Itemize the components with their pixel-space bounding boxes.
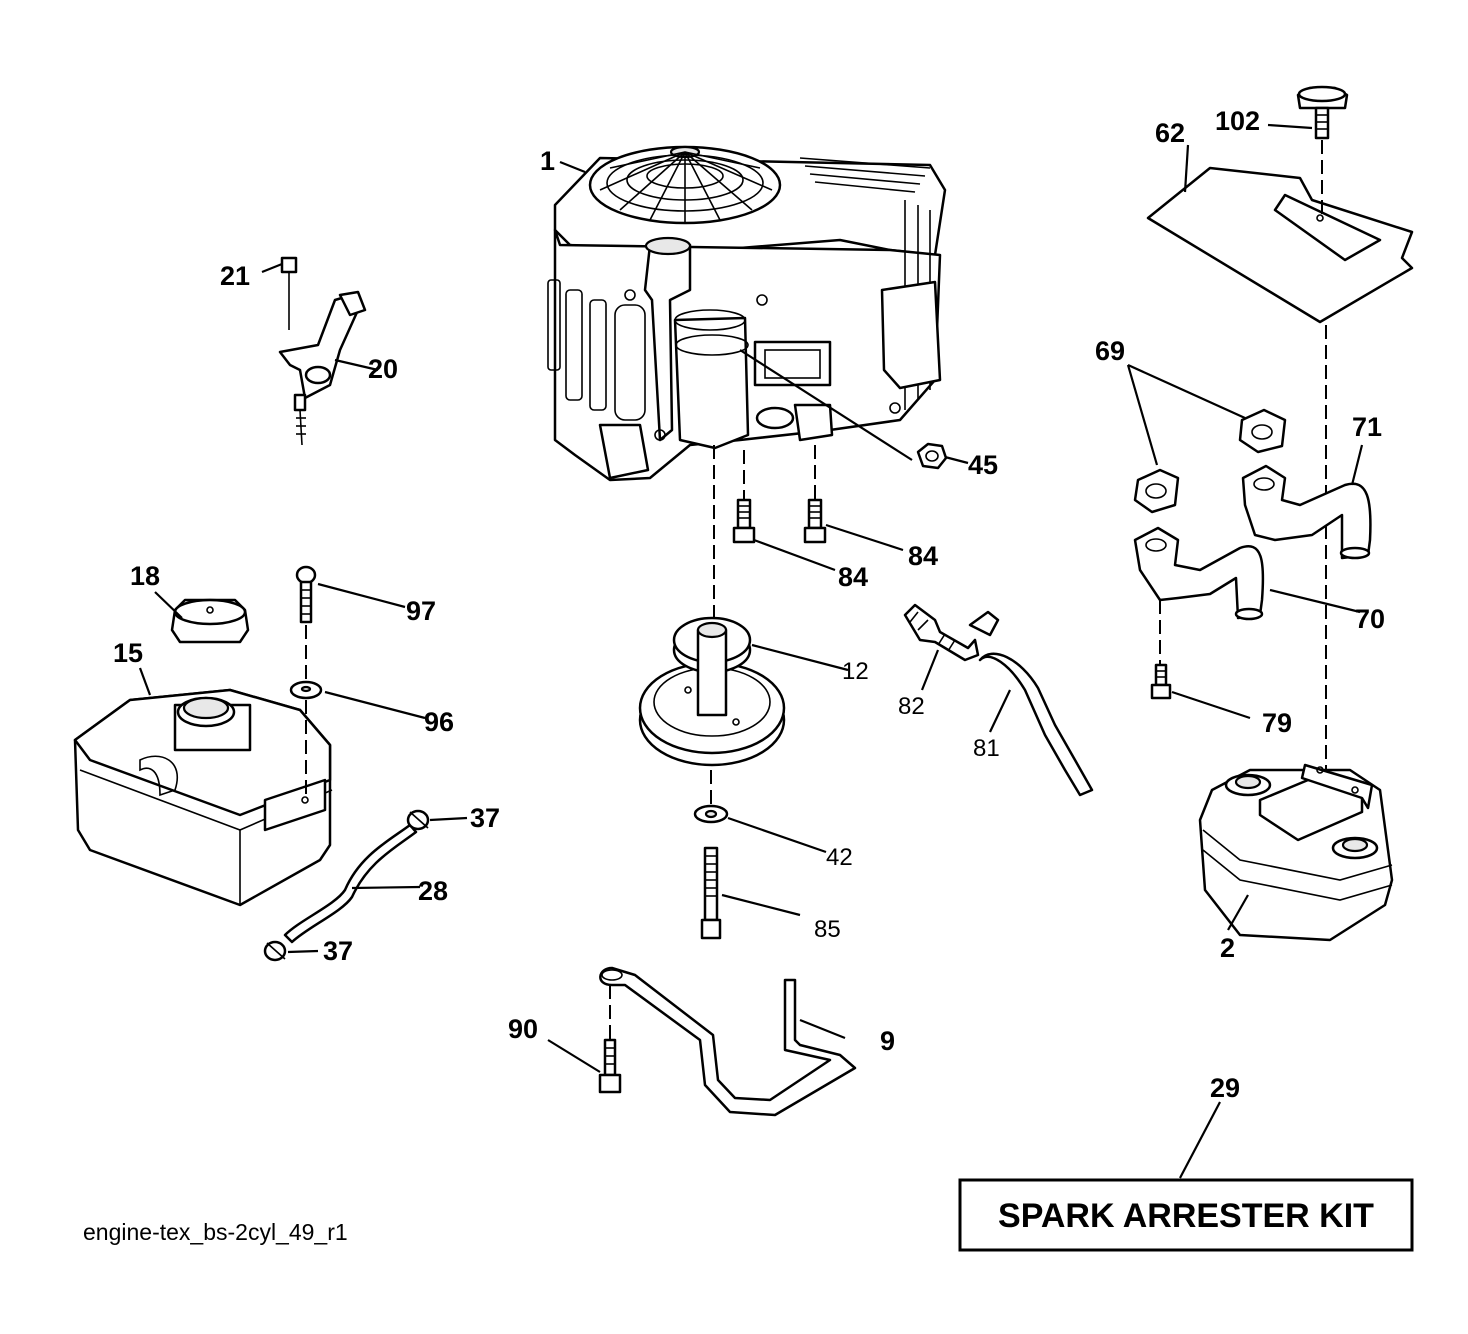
label-part-79: 79 (1262, 708, 1292, 738)
label-part-21: 21 (220, 261, 250, 291)
bracket-part-9 (599, 966, 857, 1117)
fitting-part-82 (903, 603, 1000, 662)
label-part-12: 12 (842, 658, 869, 685)
bolt-part-84a (732, 498, 756, 544)
exhaust-pipe-part-70 (1133, 526, 1265, 621)
spark-arrester-kit-box: SPARK ARRESTER KIT (958, 1178, 1414, 1252)
label-part-37a: 37 (470, 803, 500, 833)
label-part-45: 45 (968, 450, 998, 480)
screw-part-97 (295, 565, 317, 624)
fuel-line-part-28 (283, 823, 418, 944)
label-part-71: 71 (1352, 412, 1382, 442)
bolt-part-84b (803, 498, 827, 544)
label-part-18: 18 (130, 561, 160, 591)
clamp-part-37a (406, 809, 430, 831)
gasket-part-69b (1238, 408, 1287, 454)
label-part-69: 69 (1095, 336, 1125, 366)
fuel-cap-part-18 (170, 598, 250, 644)
label-part-2: 2 (1220, 933, 1235, 963)
label-part-62: 62 (1155, 118, 1185, 148)
bolt-part-79 (1150, 663, 1172, 700)
throttle-control-part-20 (278, 290, 367, 446)
spark-arrester-kit-label: SPARK ARRESTER KIT (998, 1197, 1374, 1235)
label-part-37b: 37 (323, 936, 353, 966)
heat-shield-part-62 (1146, 166, 1414, 324)
nut-part-45 (916, 442, 948, 470)
leader-lines (138, 123, 1364, 1179)
label-part-70: 70 (1355, 604, 1385, 634)
label-part-1: 1 (540, 146, 555, 176)
muffler-part-2 (1198, 763, 1394, 942)
label-part-90: 90 (508, 1014, 538, 1044)
label-part-102: 102 (1215, 106, 1260, 136)
exhaust-pipe-part-71 (1241, 464, 1372, 560)
label-part-84a: 84 (838, 562, 868, 592)
bolt-part-85 (700, 846, 722, 940)
engine-part-1 (547, 145, 947, 482)
drawing-id-caption: engine-tex_bs-2cyl_49_r1 (83, 1219, 348, 1245)
label-part-42: 42 (826, 844, 853, 871)
callout-labels: 1 2 9 12 15 18 20 21 28 29 37 37 42 45 6… (113, 106, 1385, 1103)
screw-part-21 (280, 256, 298, 330)
label-part-85: 85 (814, 916, 841, 943)
pulley-part-12 (638, 616, 786, 767)
label-part-9: 9 (880, 1026, 895, 1056)
label-part-82: 82 (898, 693, 925, 720)
washer-part-42 (693, 804, 729, 824)
fuel-tank-part-15 (73, 688, 333, 907)
gasket-part-69a (1133, 468, 1180, 514)
label-part-96: 96 (424, 707, 454, 737)
label-part-15: 15 (113, 638, 143, 668)
label-part-29: 29 (1210, 1073, 1240, 1103)
washer-part-96 (289, 680, 323, 700)
label-part-97: 97 (406, 596, 436, 626)
hose-part-81 (978, 652, 1094, 797)
screw-part-102 (1296, 85, 1349, 140)
clamp-part-37b (263, 940, 287, 962)
bolt-part-90 (598, 1038, 622, 1094)
label-part-20: 20 (368, 354, 398, 384)
label-part-84b: 84 (908, 541, 938, 571)
label-part-81: 81 (973, 735, 1000, 762)
label-part-28: 28 (418, 876, 448, 906)
